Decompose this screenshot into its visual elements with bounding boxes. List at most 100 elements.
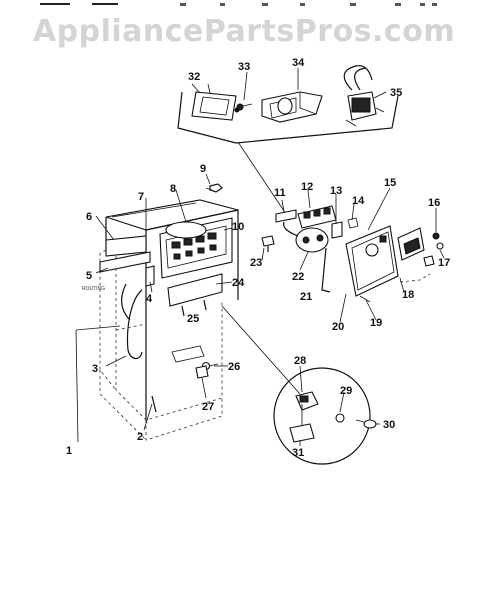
part-21-link — [321, 247, 331, 293]
label-part-21: 21 — [300, 291, 312, 303]
inset-connector-line — [237, 141, 291, 221]
leader-12 — [307, 189, 311, 209]
label-part-2: 2 — [137, 431, 143, 443]
label-part-25: 25 — [187, 313, 199, 325]
leader-17 — [439, 249, 445, 259]
leader-lines — [75, 83, 445, 446]
part-33-screw — [234, 103, 253, 113]
label-part-19: 19 — [370, 317, 382, 329]
label-part-32: 32 — [188, 71, 200, 83]
part-2-edge — [151, 395, 157, 413]
part-25-screws — [181, 299, 207, 317]
label-part-23: 23 — [250, 257, 262, 269]
bottom-tray — [171, 345, 205, 363]
part-labels: 1 2 3 4 5 6 7 8 9 10 11 12 13 14 15 16 1… — [66, 57, 450, 459]
leader-19 — [365, 299, 377, 321]
label-part-15: 15 — [384, 177, 396, 189]
leader-14 — [351, 203, 355, 221]
label-part-22: 22 — [292, 271, 304, 283]
watermark-text: AppliancePartsPros.com — [32, 14, 456, 49]
inset-leader-line — [221, 305, 301, 395]
leader-15 — [367, 187, 391, 231]
part-35-switch — [343, 65, 385, 127]
part-30-bolt — [355, 419, 377, 429]
part-13-clip — [331, 221, 343, 239]
leader-1 — [75, 329, 79, 443]
right-side-assembly — [237, 141, 444, 303]
label-part-1: 1 — [66, 445, 72, 457]
part-11-spacer — [275, 209, 297, 223]
circle-inset-border — [273, 367, 371, 465]
label-part-28: 28 — [294, 355, 306, 367]
part-16-screw — [432, 232, 440, 240]
label-part-12: 12 — [301, 181, 313, 193]
leader-4 — [149, 281, 153, 293]
leader-6 — [95, 215, 115, 241]
leader-23 — [261, 247, 265, 261]
part-28-hinge — [295, 391, 319, 411]
circle-inset-detail — [221, 305, 377, 465]
label-part-33: 33 — [238, 61, 250, 73]
part-22-switch — [283, 221, 329, 253]
label-part-7: 7 — [138, 191, 144, 203]
label-part-26: 26 — [228, 361, 240, 373]
label-part-34: 34 — [292, 57, 305, 69]
leader-11 — [281, 199, 285, 213]
label-part-29: 29 — [340, 385, 352, 397]
label-part-11: 11 — [274, 187, 286, 199]
label-part-13: 13 — [330, 185, 342, 197]
leader-2 — [143, 403, 153, 431]
leader-28 — [299, 365, 303, 393]
part-29-washer — [335, 413, 345, 423]
part-24-plate — [167, 273, 223, 307]
label-part-20: 20 — [332, 321, 344, 333]
part-3-cable — [126, 289, 143, 360]
top-inset-assembly — [177, 65, 399, 144]
leader-27 — [201, 377, 207, 399]
leader-5 — [95, 267, 109, 274]
label-part-35: 35 — [390, 87, 402, 99]
label-part-10: 10 — [232, 221, 244, 233]
label-part-5: 5 — [86, 270, 92, 282]
part-19-door-panel — [345, 225, 399, 297]
scan-edge-marks — [0, 0, 488, 10]
label-part-14: 14 — [352, 195, 365, 207]
part-34-bracket — [261, 91, 323, 123]
part-10-control-panel — [159, 217, 233, 279]
part-27-fitting — [195, 365, 209, 379]
leader-3 — [105, 355, 127, 367]
leader-22 — [299, 251, 309, 271]
label-part-30: 30 — [383, 419, 395, 431]
label-part-27: 27 — [202, 401, 214, 413]
part-18-handle — [397, 227, 435, 267]
routing-note: ROUTING — [82, 286, 105, 292]
part-23-connector — [261, 235, 275, 252]
label-part-6: 6 — [86, 211, 92, 223]
routing-wire — [121, 283, 131, 321]
leader-8 — [175, 189, 187, 223]
leader-9 — [205, 173, 211, 185]
label-part-24: 24 — [232, 277, 245, 289]
label-part-17: 17 — [438, 257, 450, 269]
leader-18 — [399, 277, 405, 293]
label-part-31: 31 — [292, 447, 304, 459]
label-part-4: 4 — [146, 293, 153, 305]
part-5-bar — [99, 251, 151, 273]
door-dash-link — [399, 273, 431, 283]
label-part-8: 8 — [170, 183, 176, 195]
leader-32 — [191, 83, 201, 94]
leader-20 — [339, 293, 347, 323]
label-part-3: 3 — [92, 363, 98, 375]
part-9-clip — [205, 183, 223, 193]
main-cabinet — [99, 183, 239, 441]
leader-24 — [215, 281, 233, 285]
label-part-9: 9 — [200, 163, 206, 175]
part-19-leader — [359, 295, 371, 303]
label-part-18: 18 — [402, 289, 414, 301]
label-part-16: 16 — [428, 197, 440, 209]
part-31-plate — [289, 404, 315, 443]
part-32-plate — [191, 91, 237, 121]
part-14-pin — [347, 217, 359, 229]
leader-29 — [339, 391, 345, 413]
